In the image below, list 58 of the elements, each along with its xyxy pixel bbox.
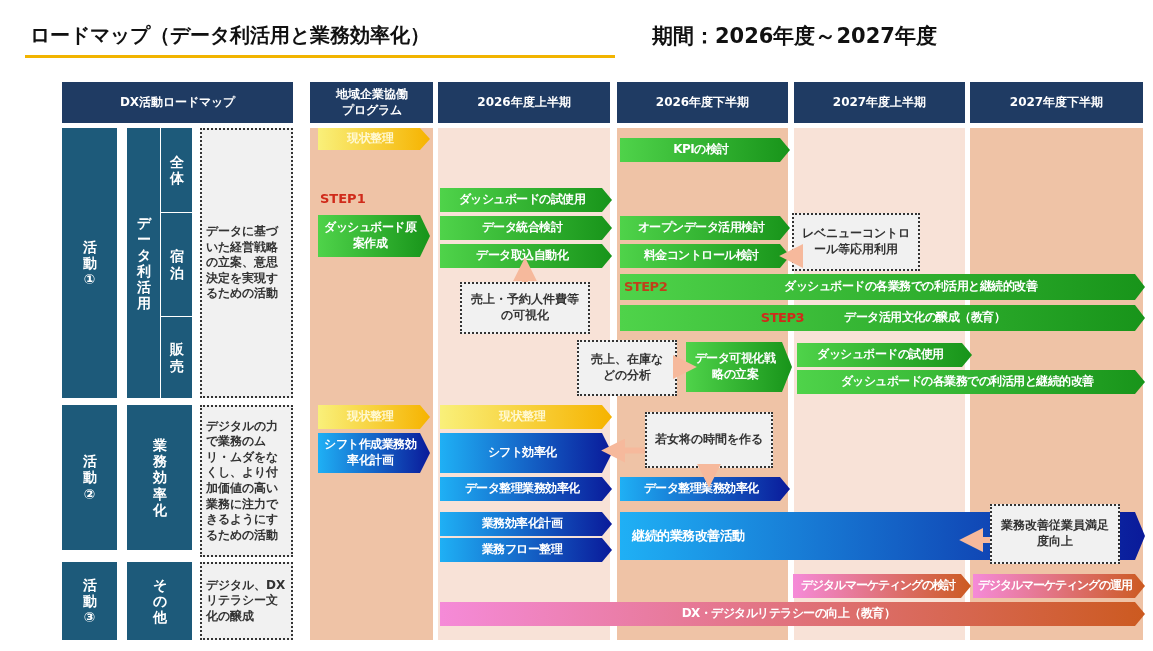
step-label: STEP2 xyxy=(624,278,669,296)
task-bar: ダッシュボードの各業務での利活用と継続的改善 xyxy=(797,370,1145,394)
task-bar: DX・デジタルリテラシーの向上（教育） xyxy=(440,602,1145,626)
row-header: その他 xyxy=(127,562,192,640)
bar-label: ダッシュボードの各業務での利活用と継続的改善 xyxy=(784,279,1037,295)
task-bar xyxy=(620,274,1145,300)
task-bar: データ整理業務効率化 xyxy=(440,477,612,501)
row-header: データ利活用 xyxy=(127,128,160,398)
task-bar: KPIの検討 xyxy=(620,138,790,162)
description-box: デジタルの力で業務のムリ・ムダをなくし、より付加価値の高い業務に注力できるようにするための活動 xyxy=(200,405,293,557)
task-bar: データ取込自動化 xyxy=(440,244,612,268)
task-bar: ダッシュボードの試使用 xyxy=(440,188,612,212)
task-bar xyxy=(620,305,1145,331)
column-header: 2027年度上半期 xyxy=(794,82,965,123)
row-header: 販売 xyxy=(161,317,192,398)
column-header: 2027年度下半期 xyxy=(970,82,1143,123)
task-bar: データ可視化戦略の立案 xyxy=(686,342,792,392)
note-box: 若女将の時間を作る xyxy=(645,412,773,468)
task-bar: ダッシュボード原案作成 xyxy=(318,215,430,257)
column-header: 2026年度上半期 xyxy=(438,82,610,123)
row-header: 宿泊 xyxy=(161,213,192,316)
task-bar: シフト効率化 xyxy=(440,433,612,473)
task-bar: 業務効率化計画 xyxy=(440,512,612,536)
note-box: 業務改善従業員満足度向上 xyxy=(990,504,1120,564)
description-box: データに基づいた経営戦略の立案、意思決定を実現するための活動 xyxy=(200,128,293,398)
column-header: 2026年度下半期 xyxy=(617,82,788,123)
task-bar: 現状整理 xyxy=(318,405,430,429)
description-box: デジタル、DXリテラシー文化の醸成 xyxy=(200,562,293,640)
task-bar: 現状整理 xyxy=(318,128,430,150)
arrow xyxy=(959,528,990,552)
arrow xyxy=(697,463,721,488)
task-bar: シフト作成業務効率化計画 xyxy=(318,433,430,473)
arrow xyxy=(779,244,804,268)
task-bar: ダッシュボードの試使用 xyxy=(797,343,972,367)
note-box: レベニューコントロール等応用利用 xyxy=(792,213,920,271)
arrow xyxy=(601,438,645,463)
title: ロードマップ（データ利活用と業務効率化） xyxy=(30,22,431,49)
note-box: 売上・予約人件費等の可視化 xyxy=(460,282,590,334)
note-box: 売上、在庫などの分析 xyxy=(577,340,677,396)
task-bar: 現状整理 xyxy=(440,405,612,429)
row-header: 活動③ xyxy=(62,562,117,640)
bar-label: データ活用文化の醸成（教育） xyxy=(844,310,1005,326)
column-header: DX活動ロードマップ xyxy=(62,82,293,123)
period-label: 期間：2026年度～2027年度 xyxy=(652,23,938,50)
column-header: 地域企業協働プログラム xyxy=(310,82,433,123)
task-bar: デジタルマーケティングの運用 xyxy=(973,574,1145,598)
task-bar: デジタルマーケティングの検討 xyxy=(793,574,971,598)
task-bar: オープンデータ活用検討 xyxy=(620,216,790,240)
arrow xyxy=(513,257,537,282)
task-bar: 業務フロー整理 xyxy=(440,538,612,562)
step-label: STEP1 xyxy=(320,191,367,206)
row-header: 活動② xyxy=(62,405,117,550)
row-header: 業務効率化 xyxy=(127,405,192,550)
step-label: STEP3 xyxy=(759,309,804,327)
row-header: 活動① xyxy=(62,128,117,398)
row-header: 全体 xyxy=(161,128,192,212)
arrow xyxy=(672,355,697,379)
task-bar: データ統合検討 xyxy=(440,216,612,240)
